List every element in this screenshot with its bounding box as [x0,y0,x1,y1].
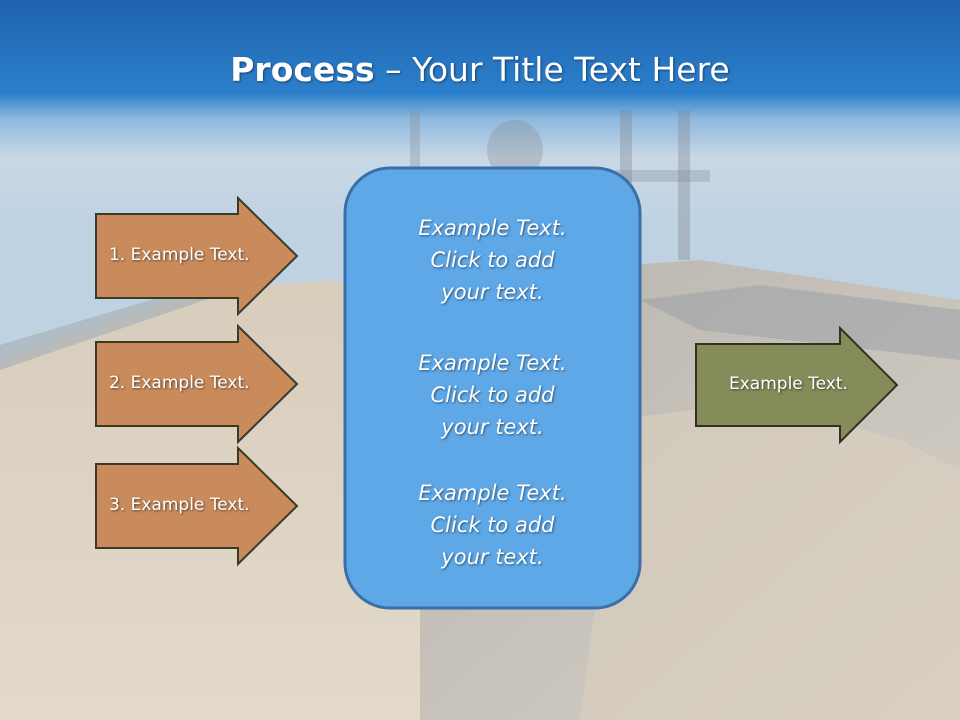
title-rest: Your Title Text Here [412,50,730,89]
title-bold: Process [230,50,375,89]
left-arrow-label-3: 3. Example Text. [109,495,250,515]
paragraph-line: Example Text. [418,351,567,375]
paragraph-line: your text. [441,280,544,304]
paragraph-line: Click to add [430,383,555,407]
left-arrow-1[interactable] [95,195,299,317]
right-arrow[interactable] [695,325,899,445]
paragraph-line: Click to add [430,248,555,272]
slide-title: Process – Your Title Text Here [0,50,960,89]
title-dash: – [374,50,413,89]
left-arrow-label-1: 1. Example Text. [109,245,250,265]
right-arrow-label: Example Text. [729,374,848,394]
paragraph-line: Example Text. [418,481,567,505]
left-arrow-2[interactable] [95,323,299,445]
paragraph-line: your text. [441,415,544,439]
paragraph-line: your text. [441,545,544,569]
paragraph-line: Example Text. [418,216,567,240]
center-paragraph-2: Example Text. Click to add your text. [345,347,640,443]
left-arrow-label-2: 2. Example Text. [109,373,250,393]
center-box[interactable] [343,166,642,610]
paragraph-line: Click to add [430,513,555,537]
center-paragraph-3: Example Text. Click to add your text. [345,477,640,573]
center-paragraph-1: Example Text. Click to add your text. [345,212,640,308]
left-arrow-3[interactable] [95,445,299,567]
